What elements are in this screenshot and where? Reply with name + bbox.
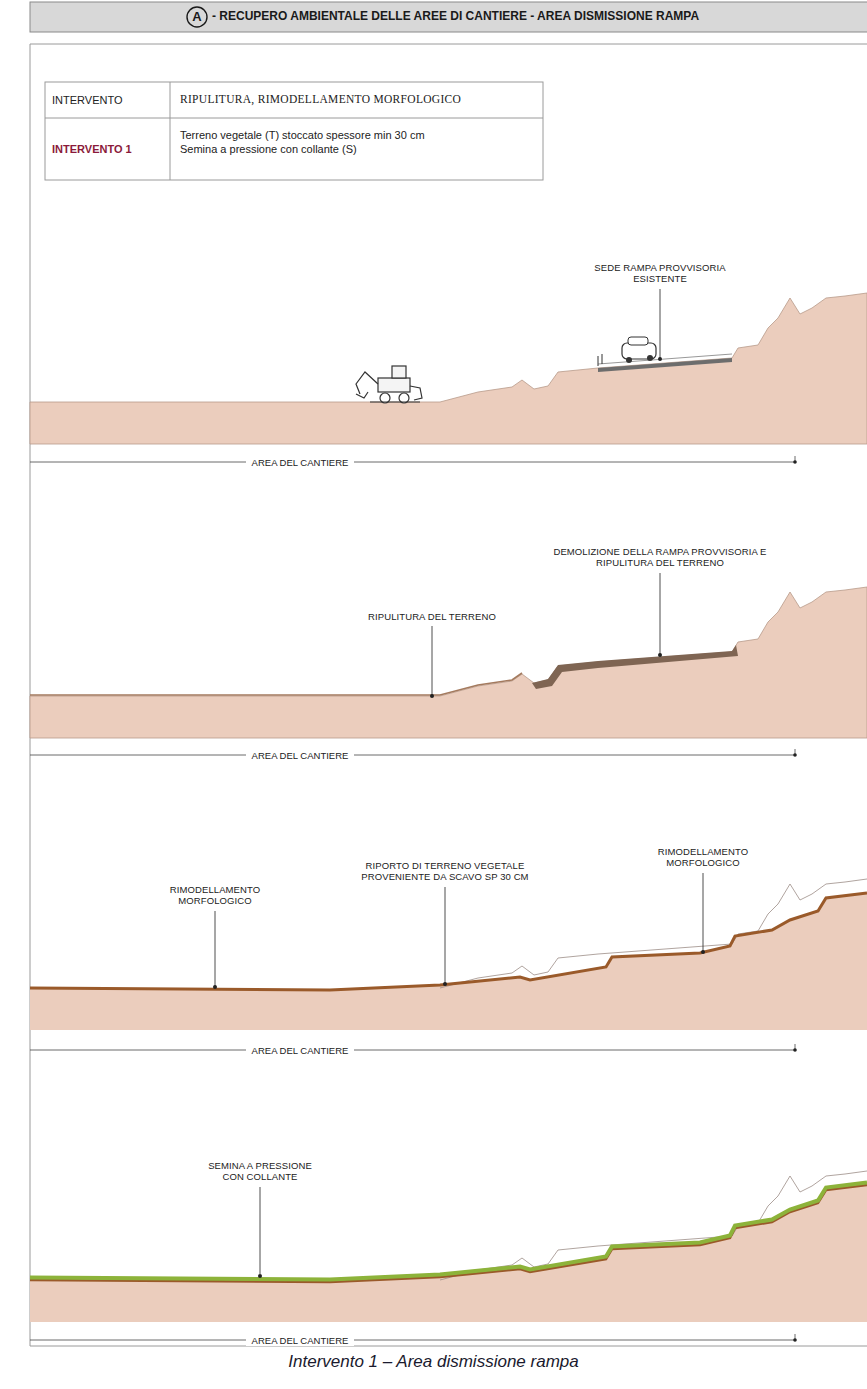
extent-dot [793,753,797,757]
leader-line [215,911,216,986]
callout-label: RIPORTO DI TERRENO VEGETALE PROVENIENTE … [350,860,540,882]
table-cell: Terreno vegetale (T) stoccato spessore m… [180,128,460,156]
panel-3 [30,873,867,1052]
frame [30,44,867,1346]
callout-label: DEMOLIZIONE DELLA RAMPA PROVVISORIA E RI… [548,546,772,568]
callout-label: RIMODELLAMENTO MORFOLOGICO [651,846,755,868]
leader-dot [701,950,705,954]
leader-dot [258,1274,262,1278]
figure-caption: Intervento 1 – Area dismissione rampa [0,1352,867,1372]
table-cell: INTERVENTO 1 [52,142,132,156]
table-grid [45,82,543,180]
leader-line [445,887,446,983]
panel-1 [30,289,867,464]
leader-line [660,573,661,654]
extent-label: AREA DEL CANTIERE [246,457,355,468]
leader-dot [430,694,434,698]
extent-line [30,456,795,462]
leader-line [703,873,704,951]
callout-label: RIMODELLAMENTO MORFOLOGICO [163,884,267,906]
extent-label: AREA DEL CANTIERE [246,1335,355,1346]
excavator [356,366,422,403]
callout-label: SEMINA A PRESSIONE CON COLLANTE [201,1160,319,1182]
extent-line [30,1044,795,1050]
vehicle [598,337,656,366]
leader-dot [658,357,662,361]
extent-line [30,1334,795,1340]
panel-4 [30,1171,867,1342]
panel-2 [30,573,867,757]
extent-dot [793,1048,797,1052]
leader-dot [658,653,662,657]
table [45,82,543,180]
extent-label: AREA DEL CANTIERE [246,750,355,761]
header-circle [187,7,207,27]
section-letter: A [187,7,207,27]
header-title: - RECUPERO AMBIENTALE DELLE AREE DI CANT… [212,9,699,23]
callout-label: RIPULITURA DEL TERRENO [352,611,512,622]
callout-label: SEDE RAMPA PROVVISORIA ESISTENTE [590,262,730,284]
leader-dot [443,982,447,986]
extent-line [30,749,795,755]
extent-dot [793,460,797,464]
extent-dot [793,1338,797,1342]
leader-line [260,1187,261,1274]
leader-line [432,626,433,695]
extent-label: AREA DEL CANTIERE [246,1045,355,1056]
leader-line [660,289,661,358]
leader-dot [213,985,217,989]
header-bar [30,2,867,32]
table-cell: INTERVENTO [52,93,123,107]
table-cell: RIPULITURA, RIMODELLAMENTO MORFOLOGICO [180,92,461,106]
